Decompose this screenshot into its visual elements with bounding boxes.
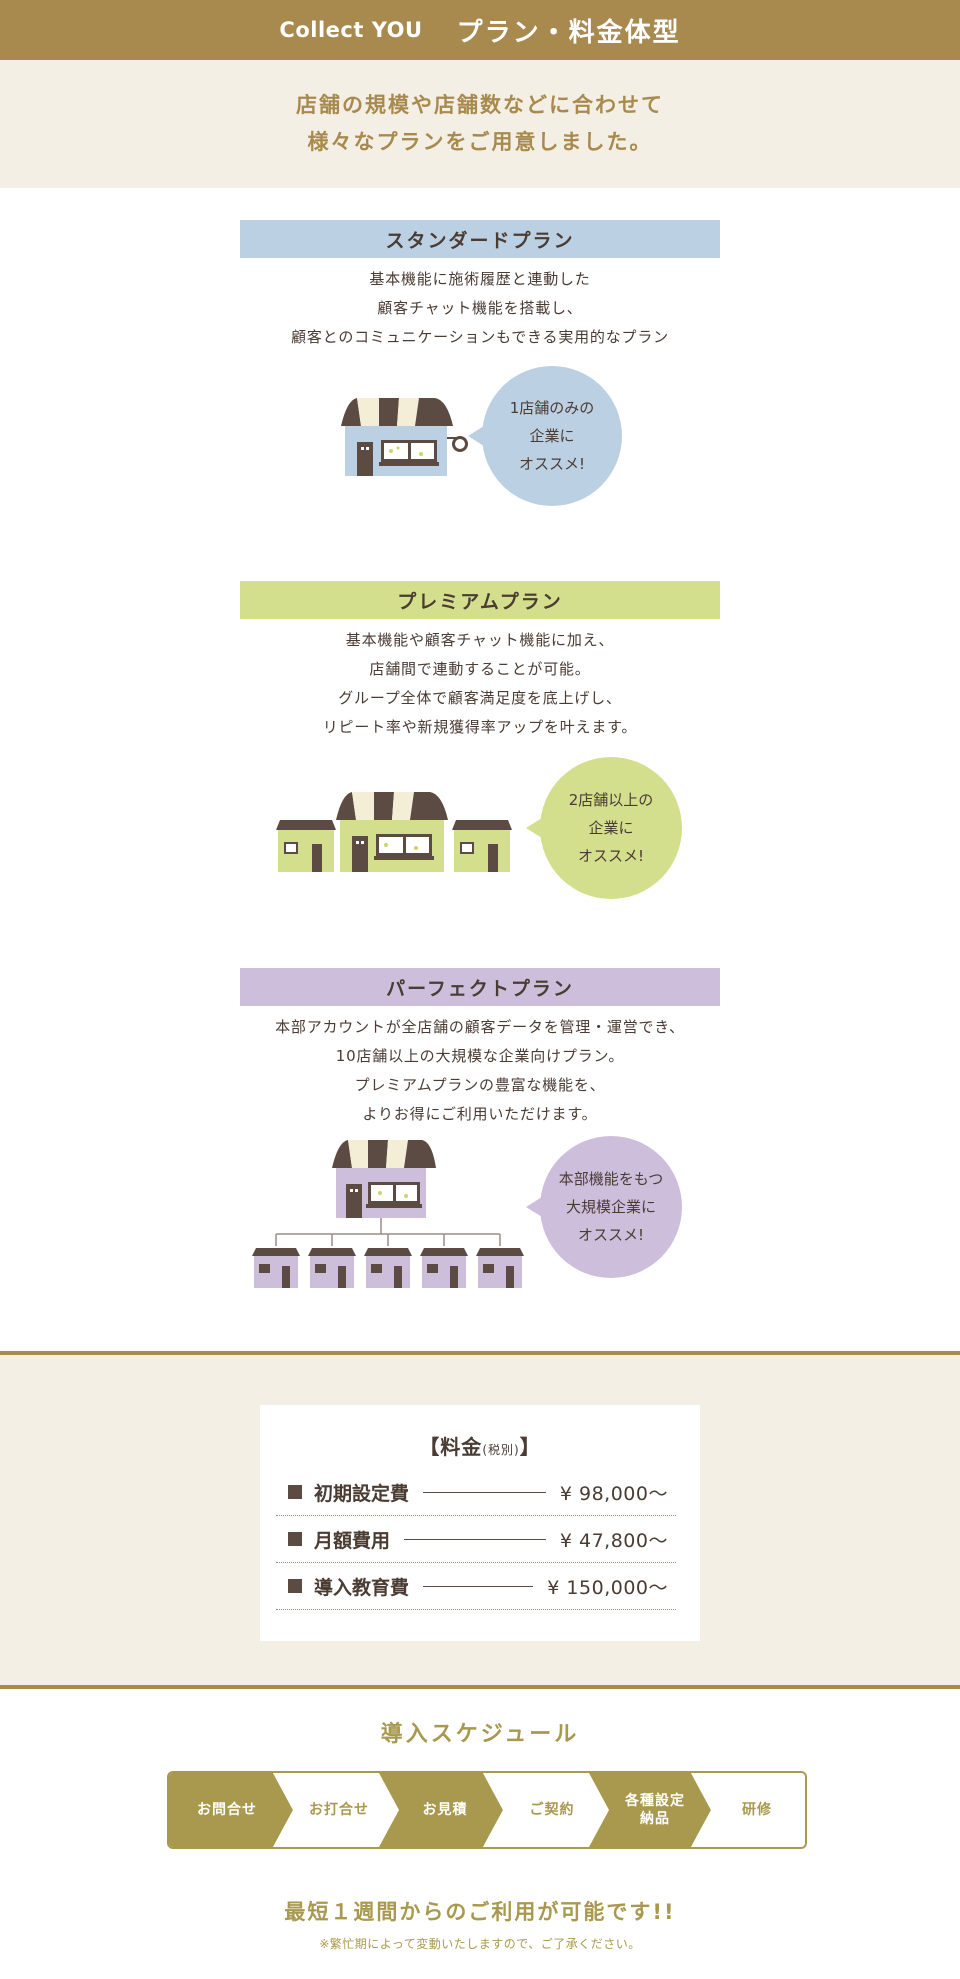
bullet-square-icon	[288, 1532, 302, 1546]
price-label: 月額費用	[314, 1529, 391, 1552]
lead-time-message: 最短１週間からのご利用が可能です!!	[284, 1900, 676, 1924]
bullet-square-icon	[288, 1579, 302, 1593]
desc-line: グループ全体で顧客満足度を底上げし、	[338, 689, 622, 707]
multi-shop-icon	[276, 792, 512, 872]
desc-line: 顧客とのコミュニケーションもできる実用的なプラン	[291, 328, 669, 346]
step-estimate: お見積	[422, 1802, 468, 1818]
bubble-line: 2店舗以上の	[568, 791, 654, 809]
price-value: ¥ 47,800〜	[559, 1529, 668, 1552]
bubble-line: 本部機能をもつ	[558, 1170, 664, 1188]
step-label-line: 各種設定	[625, 1793, 685, 1809]
step-setup-delivery: 各種設定 納品	[605, 1773, 705, 1847]
price-row: 月額費用 ¥ 47,800〜	[276, 1516, 676, 1563]
price-label: 初期設定費	[314, 1482, 410, 1505]
pricing-heading-bracket: 】	[519, 1435, 541, 1459]
pricing-heading: 【料金(税別)】	[260, 1431, 700, 1460]
desc-line: リピート率や新規獲得率アップを叶えます。	[322, 718, 638, 736]
plan-title: パーフェクトプラン	[240, 968, 720, 1006]
intro-line-1: 店舗の規模や店舗数などに合わせて	[296, 93, 664, 117]
desc-line: 10店舗以上の大規模な企業向けプラン。	[335, 1047, 625, 1065]
recommend-bubble: 1店舗のみの 企業に オススメ!	[468, 366, 622, 506]
bubble-line: 1店舗のみの	[509, 399, 595, 417]
step-inquiry: お問合せ	[197, 1802, 257, 1818]
plan-title: プレミアムプラン	[240, 581, 720, 619]
headquarters-tree-icon	[252, 1140, 524, 1288]
plan-description: 本部アカウントが全店舗の顧客データを管理・運営でき、 10店舗以上の大規模な企業…	[0, 1013, 960, 1129]
lead-time-note: ※繁忙期によって変動いたしますので、ご了承ください。	[319, 1937, 641, 1951]
schedule-title: 導入スケジュール	[380, 1722, 580, 1747]
leader-line	[423, 1585, 534, 1587]
pricing-card: 【料金(税別)】 初期設定費 ¥ 98,000〜 月額費用 ¥ 47,800〜 …	[260, 1405, 700, 1641]
desc-line: プレミアムプランの豊富な機能を、	[354, 1076, 606, 1094]
leader-line	[423, 1491, 546, 1493]
schedule-arrows	[169, 1773, 805, 1847]
bullet-square-icon	[288, 1485, 302, 1499]
leader-line	[404, 1538, 546, 1540]
bubble-line: オススメ!	[577, 1226, 644, 1244]
recommend-bubble: 本部機能をもつ 大規模企業に オススメ!	[526, 1136, 682, 1278]
plan-perfect: パーフェクトプラン 本部アカウントが全店舗の顧客データを管理・運営でき、 10店…	[0, 968, 960, 1308]
single-shop-icon	[341, 398, 468, 476]
plan-description: 基本機能や顧客チャット機能に加え、 店舗間で連動することが可能。 グループ全体で…	[0, 626, 960, 742]
price-row: 初期設定費 ¥ 98,000〜	[276, 1469, 676, 1516]
bubble-line: 企業に	[529, 427, 575, 445]
desc-line: 顧客チャット機能を搭載し、	[377, 299, 583, 317]
desc-line: 基本機能や顧客チャット機能に加え、	[345, 631, 615, 649]
price-label: 導入教育費	[314, 1576, 410, 1599]
intro-line-2: 様々なプランをご用意しました。	[307, 130, 653, 154]
pricing-section: 【料金(税別)】 初期設定費 ¥ 98,000〜 月額費用 ¥ 47,800〜 …	[0, 1351, 960, 1689]
price-value: ¥ 98,000〜	[559, 1482, 668, 1505]
bubble-line: 企業に	[588, 819, 634, 837]
step-training: 研修	[742, 1802, 772, 1818]
pricing-heading-text: 【料金	[419, 1435, 483, 1459]
desc-line: 本部アカウントが全店舗の顧客データを管理・運営でき、	[275, 1018, 685, 1036]
page-title: プラン・料金体型	[456, 17, 681, 48]
plan-description: 基本機能に施術履歴と連動した 顧客チャット機能を搭載し、 顧客とのコミュニケーシ…	[0, 265, 960, 352]
price-value: ¥ 150,000〜	[547, 1576, 668, 1599]
desc-line: 店舗間で連動することが可能。	[369, 660, 591, 678]
step-meeting: お打合せ	[309, 1802, 369, 1818]
plan-premium: プレミアムプラン 基本機能や顧客チャット機能に加え、 店舗間で連動することが可能…	[0, 581, 960, 921]
step-contract: ご契約	[529, 1802, 575, 1818]
bubble-line: 大規模企業に	[565, 1198, 656, 1216]
price-row: 導入教育費 ¥ 150,000〜	[276, 1563, 676, 1610]
bubble-line: オススメ!	[577, 847, 644, 865]
brand-name: Collect YOU	[279, 18, 423, 42]
header-bar: Collect YOU プラン・料金体型	[0, 0, 960, 60]
desc-line: よりお得にご利用いただけます。	[362, 1105, 598, 1123]
schedule-flow: お問合せ お打合せ お見積 ご契約 各種設定 納品 研修	[167, 1771, 807, 1849]
tax-note: (税別)	[482, 1443, 520, 1457]
bubble-line: オススメ!	[518, 455, 585, 473]
step-label-line: 納品	[640, 1811, 670, 1827]
recommend-bubble: 2店舗以上の 企業に オススメ!	[526, 757, 682, 899]
desc-line: 基本機能に施術履歴と連動した	[369, 270, 591, 288]
intro-section: 店舗の規模や店舗数などに合わせて 様々なプランをご用意しました。	[0, 60, 960, 188]
plan-standard: スタンダードプラン 基本機能に施術履歴と連動した 顧客チャット機能を搭載し、 顧…	[0, 220, 960, 550]
plan-title: スタンダードプラン	[240, 220, 720, 258]
